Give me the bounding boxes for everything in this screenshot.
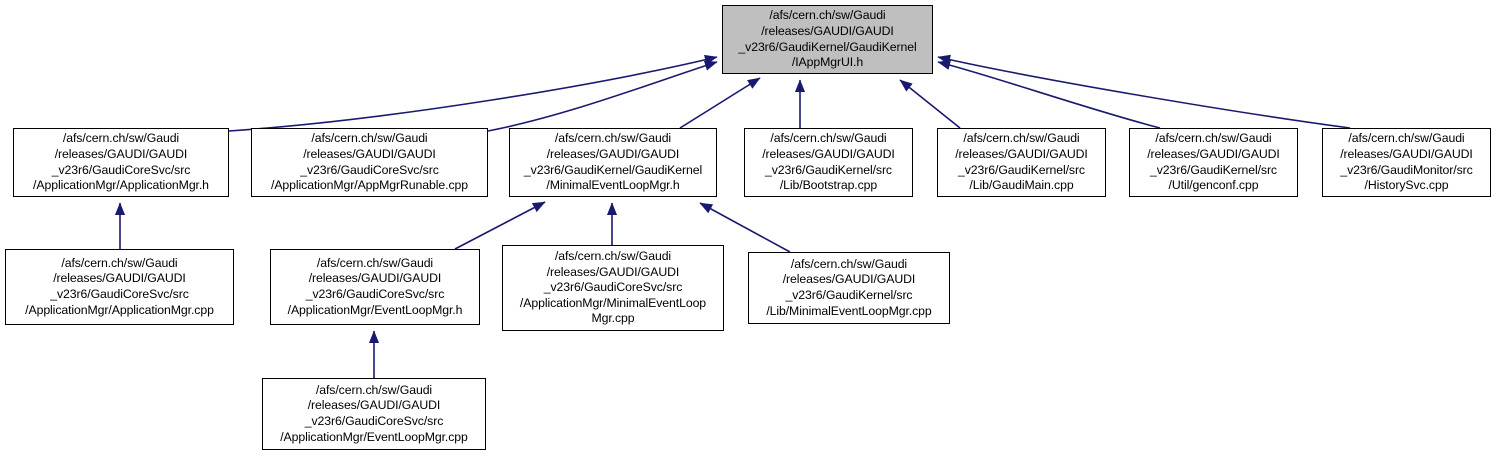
edge-gaudimain_cpp-to-iappmgrui (899, 79, 961, 129)
graph-node-applicationmgr_h[interactable]: /afs/cern.ch/sw/Gaudi /releases/GAUDI/GA… (13, 128, 229, 197)
graph-node-gaudimain_cpp[interactable]: /afs/cern.ch/sw/Gaudi /releases/GAUDI/GA… (937, 128, 1106, 197)
graph-node-label: /afs/cern.ch/sw/Gaudi /releases/GAUDI/GA… (33, 131, 209, 193)
edge-genconf_cpp-to-iappmgrui (937, 59, 1161, 129)
graph-node-label: /afs/cern.ch/sw/Gaudi /releases/GAUDI/GA… (738, 8, 917, 70)
graph-node-label: /afs/cern.ch/sw/Gaudi /releases/GAUDI/GA… (766, 256, 932, 318)
graph-node-label: /afs/cern.ch/sw/Gaudi /releases/GAUDI/GA… (1147, 131, 1280, 193)
edge-appmgrrunable_cpp-to-iappmgrui (487, 60, 718, 132)
graph-node-eventloopmgr_h[interactable]: /afs/cern.ch/sw/Gaudi /releases/GAUDI/GA… (270, 249, 480, 325)
graph-node-label: /afs/cern.ch/sw/Gaudi /releases/GAUDI/GA… (271, 131, 468, 193)
graph-node-appmgrrunable_cpp[interactable]: /afs/cern.ch/sw/Gaudi /releases/GAUDI/GA… (251, 128, 488, 197)
graph-node-label: /afs/cern.ch/sw/Gaudi /releases/GAUDI/GA… (519, 249, 707, 326)
graph-node-iappmgrui[interactable]: /afs/cern.ch/sw/Gaudi /releases/GAUDI/GA… (722, 5, 933, 74)
graph-node-label: /afs/cern.ch/sw/Gaudi /releases/GAUDI/GA… (762, 131, 895, 193)
graph-node-label: /afs/cern.ch/sw/Gaudi /releases/GAUDI/GA… (280, 382, 468, 444)
graph-node-minimaleventloopmgr_cpp_coresvc[interactable]: /afs/cern.ch/sw/Gaudi /releases/GAUDI/GA… (502, 245, 724, 331)
graph-node-minimaleventloopmgr_h[interactable]: /afs/cern.ch/sw/Gaudi /releases/GAUDI/GA… (509, 128, 717, 197)
graph-node-applicationmgr_cpp[interactable]: /afs/cern.ch/sw/Gaudi /releases/GAUDI/GA… (5, 249, 234, 325)
graph-node-historysvc_cpp[interactable]: /afs/cern.ch/sw/Gaudi /releases/GAUDI/GA… (1322, 128, 1491, 197)
graph-node-label: /afs/cern.ch/sw/Gaudi /releases/GAUDI/GA… (287, 255, 463, 317)
edge-applicationmgr_h-to-iappmgrui (228, 54, 718, 132)
edge-historysvc_cpp-to-iappmgrui (937, 54, 1351, 129)
graph-node-label: /afs/cern.ch/sw/Gaudi /releases/GAUDI/GA… (25, 255, 214, 317)
graph-node-eventloopmgr_cpp[interactable]: /afs/cern.ch/sw/Gaudi /releases/GAUDI/GA… (262, 378, 486, 450)
graph-node-bootstrap_cpp[interactable]: /afs/cern.ch/sw/Gaudi /releases/GAUDI/GA… (744, 128, 913, 197)
graph-node-minimaleventloopmgr_cpp_kernel[interactable]: /afs/cern.ch/sw/Gaudi /releases/GAUDI/GA… (748, 252, 950, 324)
graph-node-label: /afs/cern.ch/sw/Gaudi /releases/GAUDI/GA… (955, 131, 1088, 193)
graph-node-genconf_cpp[interactable]: /afs/cern.ch/sw/Gaudi /releases/GAUDI/GA… (1129, 128, 1298, 197)
edge-minimaleventloopmgr_h-to-iappmgrui (679, 77, 761, 129)
graph-node-label: /afs/cern.ch/sw/Gaudi /releases/GAUDI/GA… (523, 131, 703, 193)
edge-eventloopmgr_h-to-minimaleventloopmgr_h (454, 201, 546, 250)
graph-node-label: /afs/cern.ch/sw/Gaudi /releases/GAUDI/GA… (1340, 131, 1473, 193)
